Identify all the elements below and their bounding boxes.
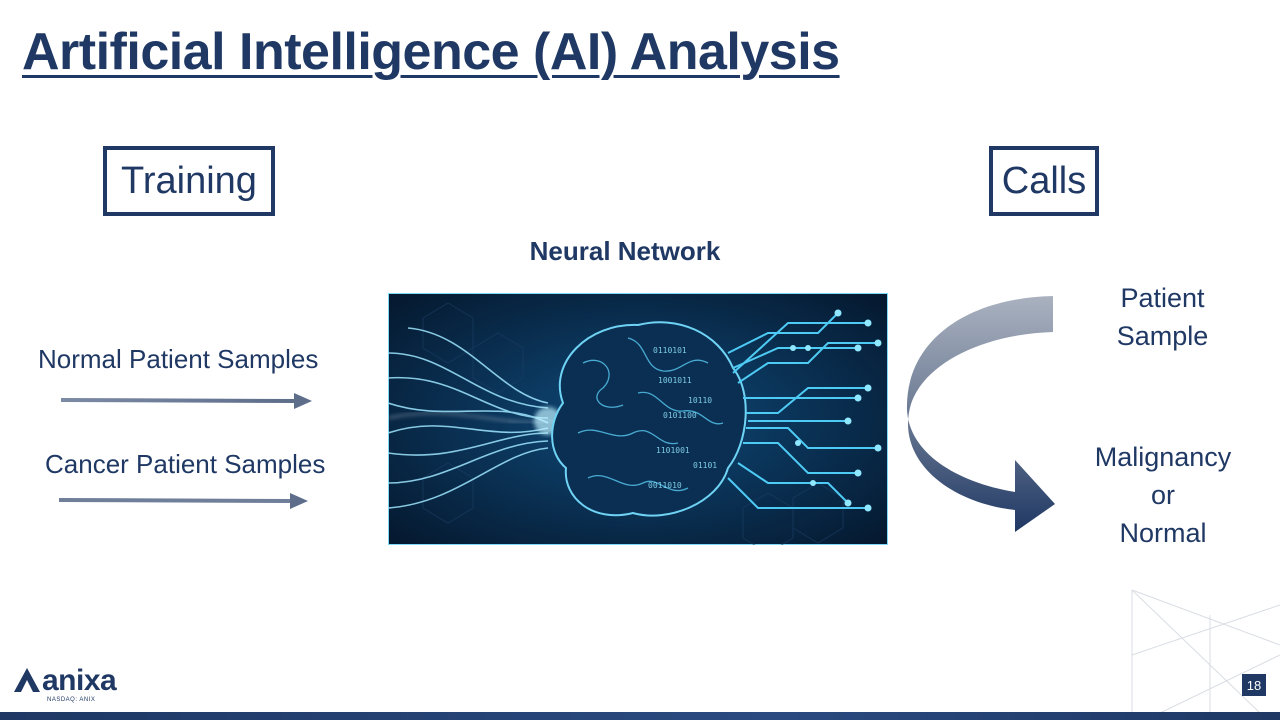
- cancer-samples-label: Cancer Patient Samples: [45, 449, 326, 479]
- result-line: Malignancy: [1094, 442, 1232, 472]
- training-box: Training: [103, 146, 275, 216]
- normal-samples-arrow: [60, 393, 312, 409]
- result-label: Malignancy or Normal: [1082, 438, 1244, 552]
- bottom-bar: [0, 712, 1280, 720]
- ticker-text: NASDAQ: ANIX: [47, 697, 96, 703]
- svg-text:0101100: 0101100: [663, 411, 697, 420]
- neural-network-label: Neural Network: [529, 236, 721, 266]
- svg-text:10110: 10110: [688, 396, 712, 405]
- page-number: 18: [1242, 674, 1266, 696]
- patient-sample-label: Patient Sample: [1090, 279, 1235, 355]
- svg-text:01101: 01101: [693, 461, 717, 470]
- calls-box: Calls: [989, 146, 1099, 216]
- cancer-samples-arrow: [58, 493, 308, 509]
- company-logo-text: anixa: [42, 664, 117, 697]
- calls-label: Calls: [1001, 159, 1087, 202]
- calls-curved-arrow: [906, 296, 1055, 532]
- training-label: Training: [121, 159, 257, 202]
- anixa-logo-icon: [14, 668, 40, 692]
- patient-sample-line: Sample: [1116, 321, 1209, 351]
- corner-decoration: [1131, 589, 1280, 713]
- result-line: Normal: [1119, 518, 1207, 548]
- svg-text:1101001: 1101001: [656, 446, 690, 455]
- result-line: or: [1150, 480, 1175, 510]
- svg-text:1001011: 1001011: [658, 376, 692, 385]
- patient-sample-line: Patient: [1120, 283, 1205, 313]
- svg-text:0110101: 0110101: [653, 346, 687, 355]
- normal-samples-label: Normal Patient Samples: [38, 344, 319, 374]
- neural-network-image: 0110101 1001011 0101100 1101001 0011010 …: [388, 293, 888, 545]
- slide-title: Artificial Intelligence (AI) Analysis: [22, 23, 840, 81]
- svg-text:0011010: 0011010: [648, 481, 682, 490]
